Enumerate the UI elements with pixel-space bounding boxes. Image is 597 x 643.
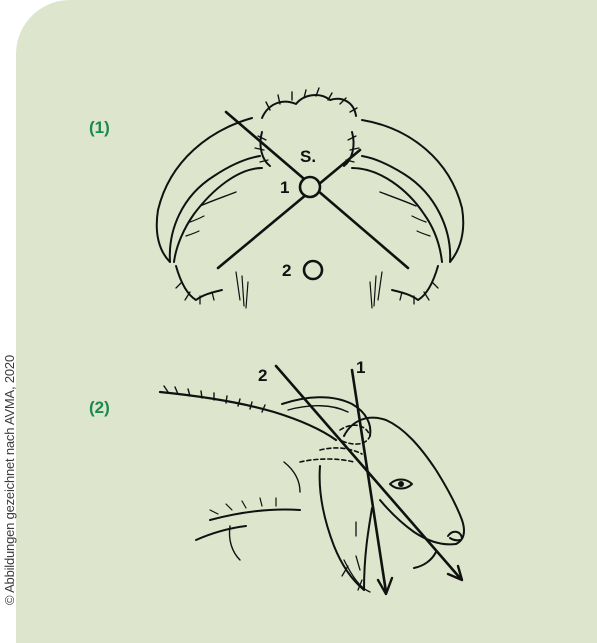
goat-head-profile-drawing (160, 366, 464, 594)
arrow-1-label: 1 (356, 358, 365, 377)
figure-2-arrow-labels: 2 1 (258, 358, 365, 385)
arrow-2-label: 2 (258, 366, 267, 385)
